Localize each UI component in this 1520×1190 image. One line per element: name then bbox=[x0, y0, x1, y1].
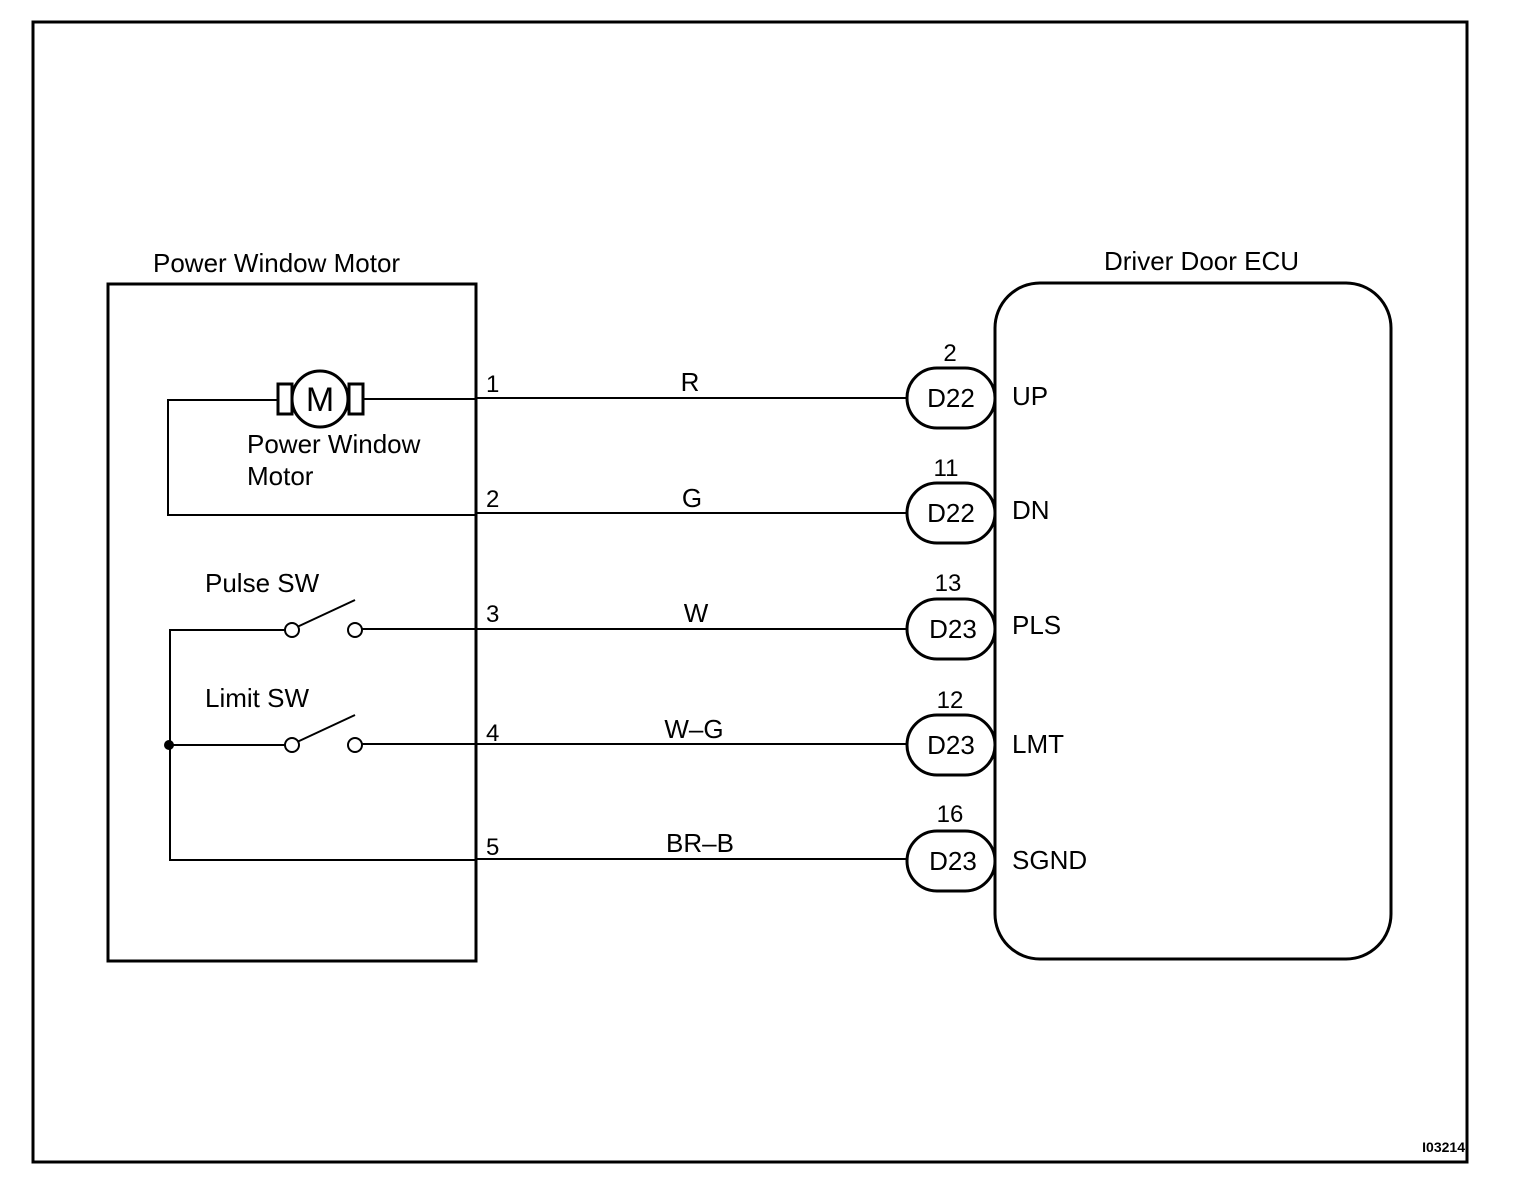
pulse-switch-contact-left bbox=[284, 622, 300, 638]
pulse-switch-blade bbox=[296, 599, 356, 628]
motor-brush-right bbox=[347, 382, 365, 416]
wire-color-dn: G bbox=[682, 483, 702, 513]
motor-block-title: Power Window Motor bbox=[153, 248, 400, 278]
outer-frame bbox=[31, 20, 1469, 1164]
connector-up bbox=[905, 366, 997, 430]
ecu-pin-up: 2 bbox=[943, 340, 956, 367]
connector-sgnd bbox=[905, 829, 997, 893]
connector-up-label: D22 bbox=[927, 383, 975, 413]
wire-color-pls: W bbox=[684, 598, 709, 628]
motor-pin-1: 1 bbox=[486, 371, 499, 398]
junction-dot bbox=[164, 740, 174, 750]
terminal-up: UP bbox=[1012, 381, 1048, 411]
limit-switch-contact-right bbox=[347, 737, 363, 753]
terminal-dn: DN bbox=[1012, 495, 1050, 525]
ecu-pin-sgnd: 16 bbox=[937, 801, 964, 828]
ecu-pin-dn: 11 bbox=[934, 455, 959, 482]
pulse-switch-label: Pulse SW bbox=[205, 568, 320, 598]
pulse-switch bbox=[284, 599, 363, 638]
terminal-sgnd: SGND bbox=[1012, 845, 1087, 875]
pulse-switch-contact-right bbox=[347, 622, 363, 638]
circuit-up: 1 R 2 D22 UP bbox=[363, 340, 1048, 430]
wire-color-lmt: W–G bbox=[664, 714, 723, 744]
motor-loop-wire bbox=[167, 399, 476, 516]
connector-lmt-label: D23 bbox=[927, 730, 975, 760]
connector-lmt bbox=[905, 713, 997, 777]
motor-symbol-letter: M bbox=[306, 381, 334, 419]
circuit-dn: 2 G 11 D22 DN bbox=[476, 455, 1050, 545]
motor-label-line1: Power Window bbox=[247, 429, 421, 459]
motor-label-line2: Motor bbox=[247, 461, 314, 491]
motor-pin-3: 3 bbox=[486, 601, 499, 628]
motor-block-outline bbox=[106, 282, 478, 963]
limit-switch-contact-left bbox=[284, 737, 300, 753]
motor-brush-left bbox=[276, 382, 294, 416]
limit-switch bbox=[284, 714, 363, 753]
motor-pin-5: 5 bbox=[486, 834, 499, 861]
figure-code: I03214 bbox=[1422, 1139, 1465, 1155]
wire-color-sgnd: BR–B bbox=[666, 828, 734, 858]
connector-sgnd-label: D23 bbox=[929, 846, 977, 876]
wire-color-up: R bbox=[681, 367, 700, 397]
terminal-pls: PLS bbox=[1012, 610, 1061, 640]
circuit-sgnd: 5 BR–B 16 D23 SGND bbox=[476, 801, 1087, 893]
terminal-lmt: LMT bbox=[1012, 729, 1064, 759]
circuit-lmt: 4 W–G 12 D23 LMT bbox=[362, 687, 1064, 777]
connector-pls-label: D23 bbox=[929, 614, 977, 644]
ecu-block-title: Driver Door ECU bbox=[1104, 246, 1299, 276]
circuit-pls: 3 W 13 D23 PLS bbox=[362, 570, 1061, 661]
ecu-pin-pls: 13 bbox=[935, 570, 962, 597]
connector-dn-label: D22 bbox=[927, 498, 975, 528]
ecu-pin-lmt: 12 bbox=[937, 687, 964, 714]
motor-pin-4: 4 bbox=[486, 720, 499, 747]
motor-symbol: M bbox=[276, 369, 365, 429]
limit-switch-label: Limit SW bbox=[205, 683, 309, 713]
motor-circle bbox=[290, 369, 350, 429]
connector-dn bbox=[905, 481, 997, 545]
motor-pin-2: 2 bbox=[486, 486, 499, 513]
limit-switch-blade bbox=[296, 714, 356, 743]
connector-pls bbox=[905, 597, 997, 661]
